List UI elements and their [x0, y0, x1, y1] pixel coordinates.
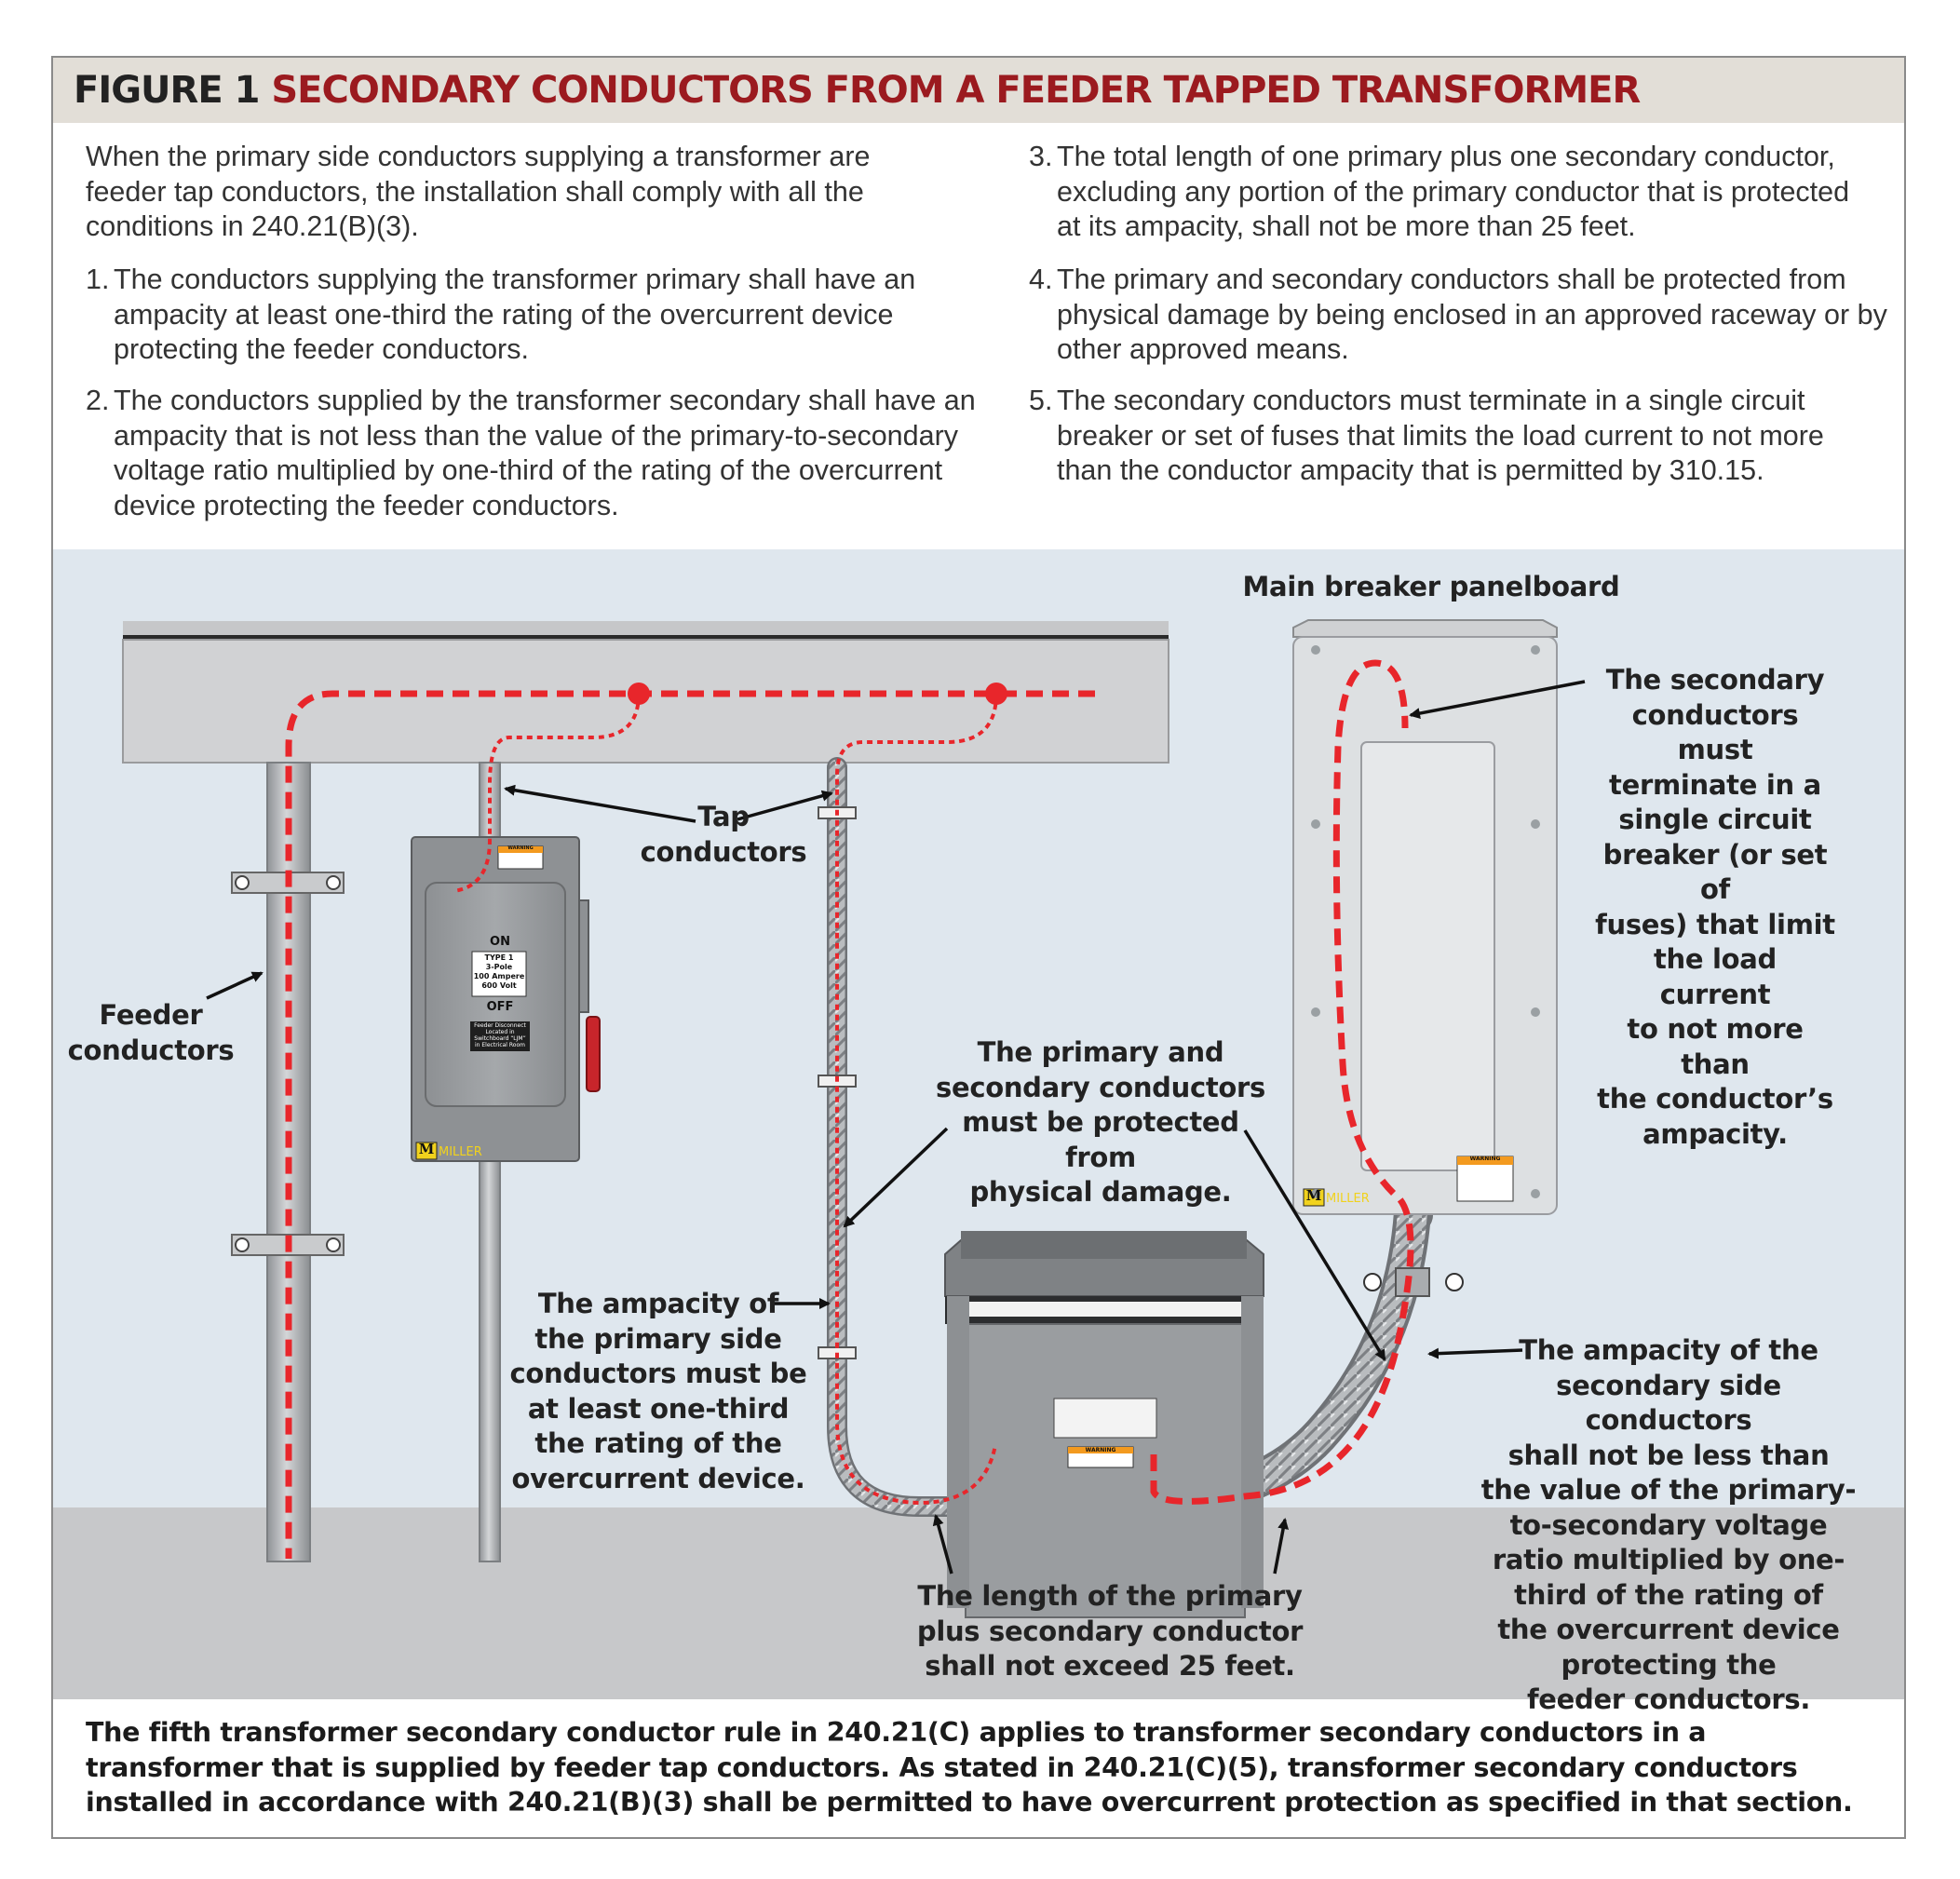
label-line: shall not be less than: [1507, 1439, 1830, 1471]
label-line: third of the rating of: [1514, 1578, 1823, 1611]
label-line: The primary and: [977, 1036, 1224, 1068]
label-line: the overcurrent device: [1497, 1614, 1840, 1645]
note-line: Feeder Disconnect: [474, 1022, 526, 1029]
note-line: Located in: [485, 1029, 515, 1035]
transformer-warning-label: WARNING: [1085, 1447, 1116, 1453]
disconnect-note: Feeder Disconnect Located in Switchboard…: [470, 1022, 530, 1048]
label-line: terminate in a: [1609, 768, 1821, 801]
note-line: Switchboard “LJM”: [474, 1035, 526, 1042]
label-line: plus secondary conductor: [916, 1615, 1304, 1647]
label-line: conductors: [640, 835, 807, 868]
label-line: to-secondary voltage: [1509, 1508, 1828, 1541]
rule-2: 2. The conductors supplied by the transf…: [86, 384, 1017, 523]
label-line: physical damage.: [969, 1176, 1232, 1208]
label-line: the load current: [1653, 943, 1778, 1010]
figure-caption: The fifth transformer secondary conducto…: [86, 1717, 1853, 1818]
disconnect-on-label: ON: [490, 935, 510, 949]
secondary-conductor: [1150, 659, 1414, 1505]
primary-ampacity-label: The ampacity of the primary side conduct…: [509, 1287, 807, 1496]
tap-splice: [628, 683, 650, 705]
label-line: The length of the primary: [917, 1580, 1303, 1612]
feeder-conductors-label: Feeder conductors: [53, 998, 249, 1068]
rule-number: 1.: [86, 264, 110, 295]
spec-line: TYPE 1: [484, 953, 514, 962]
label-line: feeder conductors.: [1526, 1683, 1811, 1715]
rule-5: 5. The secondary conductors must termina…: [1029, 384, 1867, 491]
label-line: the value of the primary-: [1480, 1474, 1857, 1506]
label-line: at least one-third: [527, 1392, 790, 1425]
disconnect-spec: TYPE 1 3-Pole 100 Ampere 600 Volt: [472, 953, 526, 991]
label-line: ratio multiplied by one-: [1492, 1544, 1845, 1575]
rule-3: 3. The total length of one primary plus …: [1029, 140, 1876, 247]
label-line: the rating of the: [534, 1427, 782, 1459]
figure-frame: FIGURE 1 SECONDARY CONDUCTORS FROM A FEE…: [51, 56, 1906, 1839]
rule-1: 1. The conductors supplying the transfor…: [86, 263, 1007, 370]
figure-heading: SECONDARY CONDUCTORS FROM A FEEDER TAPPE…: [271, 69, 1641, 112]
physical-damage-label: The primary and secondary conductors mus…: [933, 1035, 1268, 1210]
rule-number: 2.: [86, 385, 110, 416]
panelboard-label: Main breaker panelboard: [1242, 571, 1620, 602]
spec-line: 100 Ampere: [473, 972, 525, 980]
panel-brand: MILLER: [1326, 1192, 1370, 1206]
feeder-conductor: [285, 690, 1095, 1559]
label-line: conductors: [67, 1034, 235, 1066]
panel-brand-mark: M: [1305, 1187, 1322, 1204]
label-line: breaker (or set of: [1602, 838, 1828, 906]
label-line: conductors must be: [509, 1358, 807, 1389]
figure-number: FIGURE 1: [74, 69, 260, 112]
rule-number: 5.: [1029, 385, 1053, 416]
label-line: The ampacity of the: [1519, 1334, 1818, 1366]
rule-text: The total length of one primary plus one…: [1057, 141, 1850, 242]
disconnect-off-label: OFF: [486, 1000, 514, 1014]
disconnect-conduit: [479, 1160, 501, 1562]
length-label: The length of the primary plus secondary…: [914, 1579, 1305, 1684]
label-line: Tap: [697, 801, 750, 832]
rule-text: The conductors supplying the transformer…: [114, 264, 916, 365]
rule-text: The conductors supplied by the transform…: [114, 385, 976, 521]
label-line: protecting the: [1561, 1648, 1777, 1681]
rule-number: 3.: [1029, 141, 1053, 172]
secondary-ampacity-label: The ampacity of the secondary side condu…: [1468, 1333, 1869, 1718]
disconnect-switch: [411, 836, 601, 1162]
installation-diagram: [122, 619, 1586, 1618]
panel-warning-label: WARNING: [1469, 1156, 1501, 1162]
label-line: overcurrent device.: [511, 1462, 805, 1494]
tap-conductor: [453, 693, 998, 1506]
transformer: [944, 1231, 1264, 1618]
title-bar: FIGURE 1 SECONDARY CONDUCTORS FROM A FEE…: [53, 58, 1904, 123]
label-line: ampacity.: [1642, 1117, 1788, 1150]
panelboard: [1292, 619, 1558, 1215]
figure-title: FIGURE 1 SECONDARY CONDUCTORS FROM A FEE…: [74, 69, 1641, 112]
rule-4: 4. The primary and secondary conductors …: [1029, 263, 1913, 370]
label-line: The secondary: [1605, 664, 1825, 696]
spec-line: 600 Volt: [481, 981, 517, 990]
spec-line: 3-Pole: [485, 963, 513, 971]
label-line: secondary conductors: [935, 1071, 1266, 1103]
rule-text: The secondary conductors must terminate …: [1057, 385, 1824, 486]
label-line: to not more than: [1627, 1013, 1804, 1080]
disconnect-warning-label: WARNING: [507, 845, 534, 851]
disconnect-brand: MILLER: [439, 1145, 482, 1159]
note-line: in Electrical Room: [475, 1042, 525, 1048]
secondary-terminate-label: The secondary conductors must terminate …: [1594, 663, 1836, 1152]
flex-connector: [1363, 1267, 1464, 1297]
rule-text: The primary and secondary conductors sha…: [1057, 264, 1887, 365]
label-line: the primary side: [534, 1322, 782, 1355]
label-line: single circuit: [1618, 804, 1812, 835]
label-line: must be protected from: [962, 1106, 1239, 1173]
label-line: the conductor’s: [1597, 1083, 1833, 1115]
label-line: Feeder: [99, 999, 203, 1031]
rule-number: 4.: [1029, 264, 1053, 295]
disconnect-brand-mark: M: [418, 1141, 435, 1157]
label-line: fuses) that limit: [1595, 908, 1835, 940]
tap-conductors-label: Tap conductors: [612, 800, 835, 870]
intro-text: When the primary side conductors supplyi…: [86, 141, 871, 242]
label-line: The ampacity of: [537, 1288, 779, 1319]
tap-splice: [985, 683, 1007, 705]
callout-arrows: [206, 680, 1586, 1575]
label-line: secondary side conductors: [1556, 1369, 1781, 1437]
label-line: conductors must: [1631, 698, 1799, 766]
label-line: shall not exceed 25 feet.: [925, 1650, 1295, 1682]
